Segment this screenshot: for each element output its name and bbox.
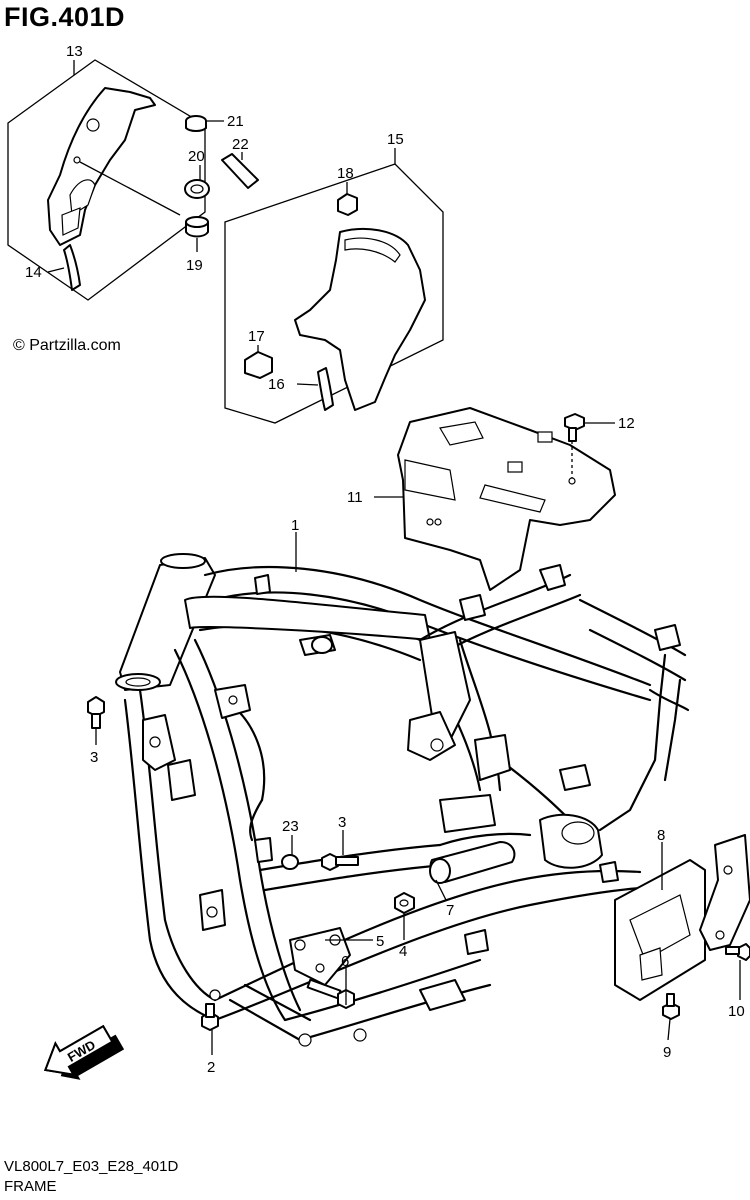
callout-11: 11 — [347, 489, 363, 506]
cover-strip-14[interactable] — [63, 244, 81, 291]
callout-4: 4 — [399, 943, 407, 960]
model-code: VL800L7_E03_E28_401D — [4, 1158, 179, 1175]
bolt-12[interactable] — [564, 413, 585, 485]
group-box-15 — [224, 148, 444, 424]
callout-13: 13 — [66, 43, 83, 60]
frame-caption: FRAME — [4, 1178, 57, 1195]
callout-23: 23 — [282, 818, 299, 835]
bolt-6[interactable] — [306, 978, 355, 1009]
callout-7: 7 — [446, 902, 454, 919]
copyright-credit: © Partzilla.com — [13, 337, 121, 354]
strip-16[interactable] — [317, 367, 334, 411]
pad-17[interactable] — [244, 351, 273, 379]
bolt-10[interactable] — [725, 943, 750, 961]
callout-17: 17 — [248, 328, 265, 345]
cushion-21[interactable] — [185, 115, 207, 132]
grommet-20[interactable] — [184, 179, 210, 199]
fwd-arrow: FWD — [43, 1024, 125, 1080]
callout-5: 5 — [376, 933, 384, 950]
callout-14: 14 — [25, 264, 42, 281]
bolt-23[interactable] — [281, 854, 299, 870]
leader-lines — [47, 120, 741, 1055]
figure-title: FIG.401D — [4, 2, 126, 32]
bolt-3-left[interactable] — [87, 696, 105, 729]
nut-4[interactable] — [394, 892, 415, 914]
callout-12: 12 — [618, 415, 635, 432]
bolt-3-center[interactable] — [321, 853, 359, 871]
bracket-8[interactable] — [614, 834, 750, 1001]
strip-22[interactable] — [221, 153, 259, 189]
frame-cover-13[interactable] — [47, 87, 181, 246]
battery-cover-15[interactable] — [294, 227, 426, 411]
callout-19: 19 — [186, 257, 203, 274]
callout-labels: 1 2 3 3 4 5 6 7 8 9 10 11 12 13 14 15 16… — [25, 43, 745, 1076]
group-box-13 — [7, 59, 206, 301]
callout-10: 10 — [728, 1003, 745, 1020]
callout-21: 21 — [227, 113, 244, 130]
callout-16: 16 — [268, 376, 285, 393]
callout-22: 22 — [232, 136, 249, 153]
pad-18[interactable] — [337, 193, 358, 216]
bolt-2[interactable] — [201, 1003, 219, 1031]
callout-2: 2 — [207, 1059, 215, 1076]
callout-15: 15 — [387, 131, 404, 148]
cushion-19[interactable] — [185, 216, 209, 238]
callout-20: 20 — [188, 148, 205, 165]
main-frame-1[interactable] — [115, 553, 690, 1047]
callout-3-left: 3 — [90, 749, 98, 766]
callout-6: 6 — [341, 953, 349, 970]
battery-case-11[interactable] — [397, 407, 616, 591]
bolt-9[interactable] — [662, 993, 680, 1020]
callout-18: 18 — [337, 165, 354, 182]
callout-1: 1 — [291, 517, 299, 534]
callout-9: 9 — [663, 1044, 671, 1061]
callout-8: 8 — [657, 827, 665, 844]
engine-bracket-5[interactable] — [289, 927, 351, 986]
callout-3-center: 3 — [338, 814, 346, 831]
